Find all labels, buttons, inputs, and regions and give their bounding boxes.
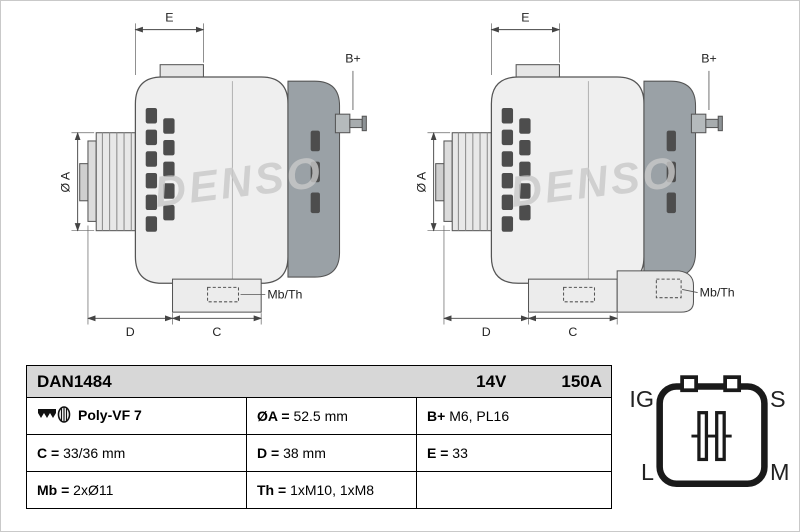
dim-e-label: E [165,10,173,24]
dimension-diameter-a: Ø A [414,131,451,232]
b-plus-terminal: B+ [690,52,723,134]
pulley-diameter-label: ØA = [257,408,290,424]
dim-c-cell: C = 33/36 mm [26,434,247,472]
pulley-diameter-value: 52.5 mm [293,408,348,424]
terminal-value: M6, PL16 [449,408,510,424]
b-plus-label: B+ [345,52,360,66]
voltage-rating: 14V [476,371,507,391]
dim-d-value: 38 mm [283,445,326,461]
mounting-label: Mb = [37,482,70,498]
mounting-lug: Mb/Th [171,278,303,313]
connector-tab-right [723,375,742,393]
dimension-e: E [490,10,561,75]
pin-label-ig: IG [629,386,654,412]
alternator-drawing-left: B+ Mb/Th E Ø A [58,10,367,339]
dim-e-value: 33 [452,445,468,461]
pulley [79,132,136,232]
dimension-diameter-a: Ø A [58,131,95,232]
spec-section: DAN1484 14V 150A [26,365,799,509]
spec-table: DAN1484 14V 150A [26,365,612,509]
thread-label: Th = [257,482,287,498]
dim-d-cell: D = 38 mm [246,434,417,472]
b-plus-label: B+ [701,52,716,66]
front-housing [134,64,289,284]
pin-label-s: S [770,386,786,412]
pulley-diameter-cell: ØA = 52.5 mm [246,397,417,435]
rear-cover [643,80,697,278]
dim-e-cell: E = 33 [416,434,612,472]
belt-type-cell: Poly-VF 7 [26,397,247,435]
connector-tab-left [680,375,699,393]
dim-d-label: D [482,325,491,339]
dimension-d-c: D C [87,225,263,339]
pin-label-m: M [770,459,789,485]
dim-c-label: C = [37,445,60,461]
dim-a-label: Ø A [58,171,72,192]
thread-value: 1xM10, 1xM8 [290,482,375,498]
dim-c-label: C [212,325,221,339]
pulley [435,132,492,232]
part-number: DAN1484 [37,371,112,391]
front-housing [490,64,645,284]
mounting-cell: Mb = 2xØ11 [26,471,247,509]
poly-v-belt-icon [38,406,71,423]
terminal-label: B+ [427,408,446,424]
dim-d-label: D = [257,445,280,461]
empty-cell [416,471,612,509]
mb-th-label: Mb/Th [700,286,735,300]
connector-pin-slot-left [697,411,709,462]
connector-pin-slot-right [715,411,726,462]
dim-a-label: Ø A [414,171,428,192]
dim-d-label: D [126,325,135,339]
dimension-e: E [134,10,205,75]
b-plus-terminal: B+ [334,52,367,134]
dim-e-label: E [521,10,529,24]
rear-cover [287,80,341,278]
dimension-d-c: D C [443,225,619,339]
spec-row-dims: C = 33/36 mm D = 38 mm E = 33 [26,434,612,472]
spec-row-mounting: Mb = 2xØ11 Th = 1xM10, 1xM8 [26,471,612,509]
dim-e-label: E = [427,445,449,461]
technical-drawings: B+ Mb/Th E Ø A [1,1,799,359]
terminal-cell: B+ M6, PL16 [416,397,612,435]
spec-row-belt: Poly-VF 7 ØA = 52.5 mm B+ M6, PL16 [26,397,612,435]
amperage-rating: 150A [561,371,602,391]
thread-cell: Th = 1xM10, 1xM8 [246,471,417,509]
connector-pinout-diagram: IG S L M [629,375,789,488]
mounting-lug: Mb/Th [527,270,735,313]
spec-table-header: DAN1484 14V 150A [26,365,612,398]
mounting-value: 2xØ11 [73,482,114,498]
dim-c-value: 33/36 mm [63,445,126,461]
alternator-drawing-right: B+ Mb/Th E Ø A [414,10,735,339]
mb-th-label: Mb/Th [267,288,302,302]
dim-c-label: C [568,325,577,339]
belt-type-value: Poly-VF 7 [78,406,142,423]
pin-label-l: L [641,459,654,485]
